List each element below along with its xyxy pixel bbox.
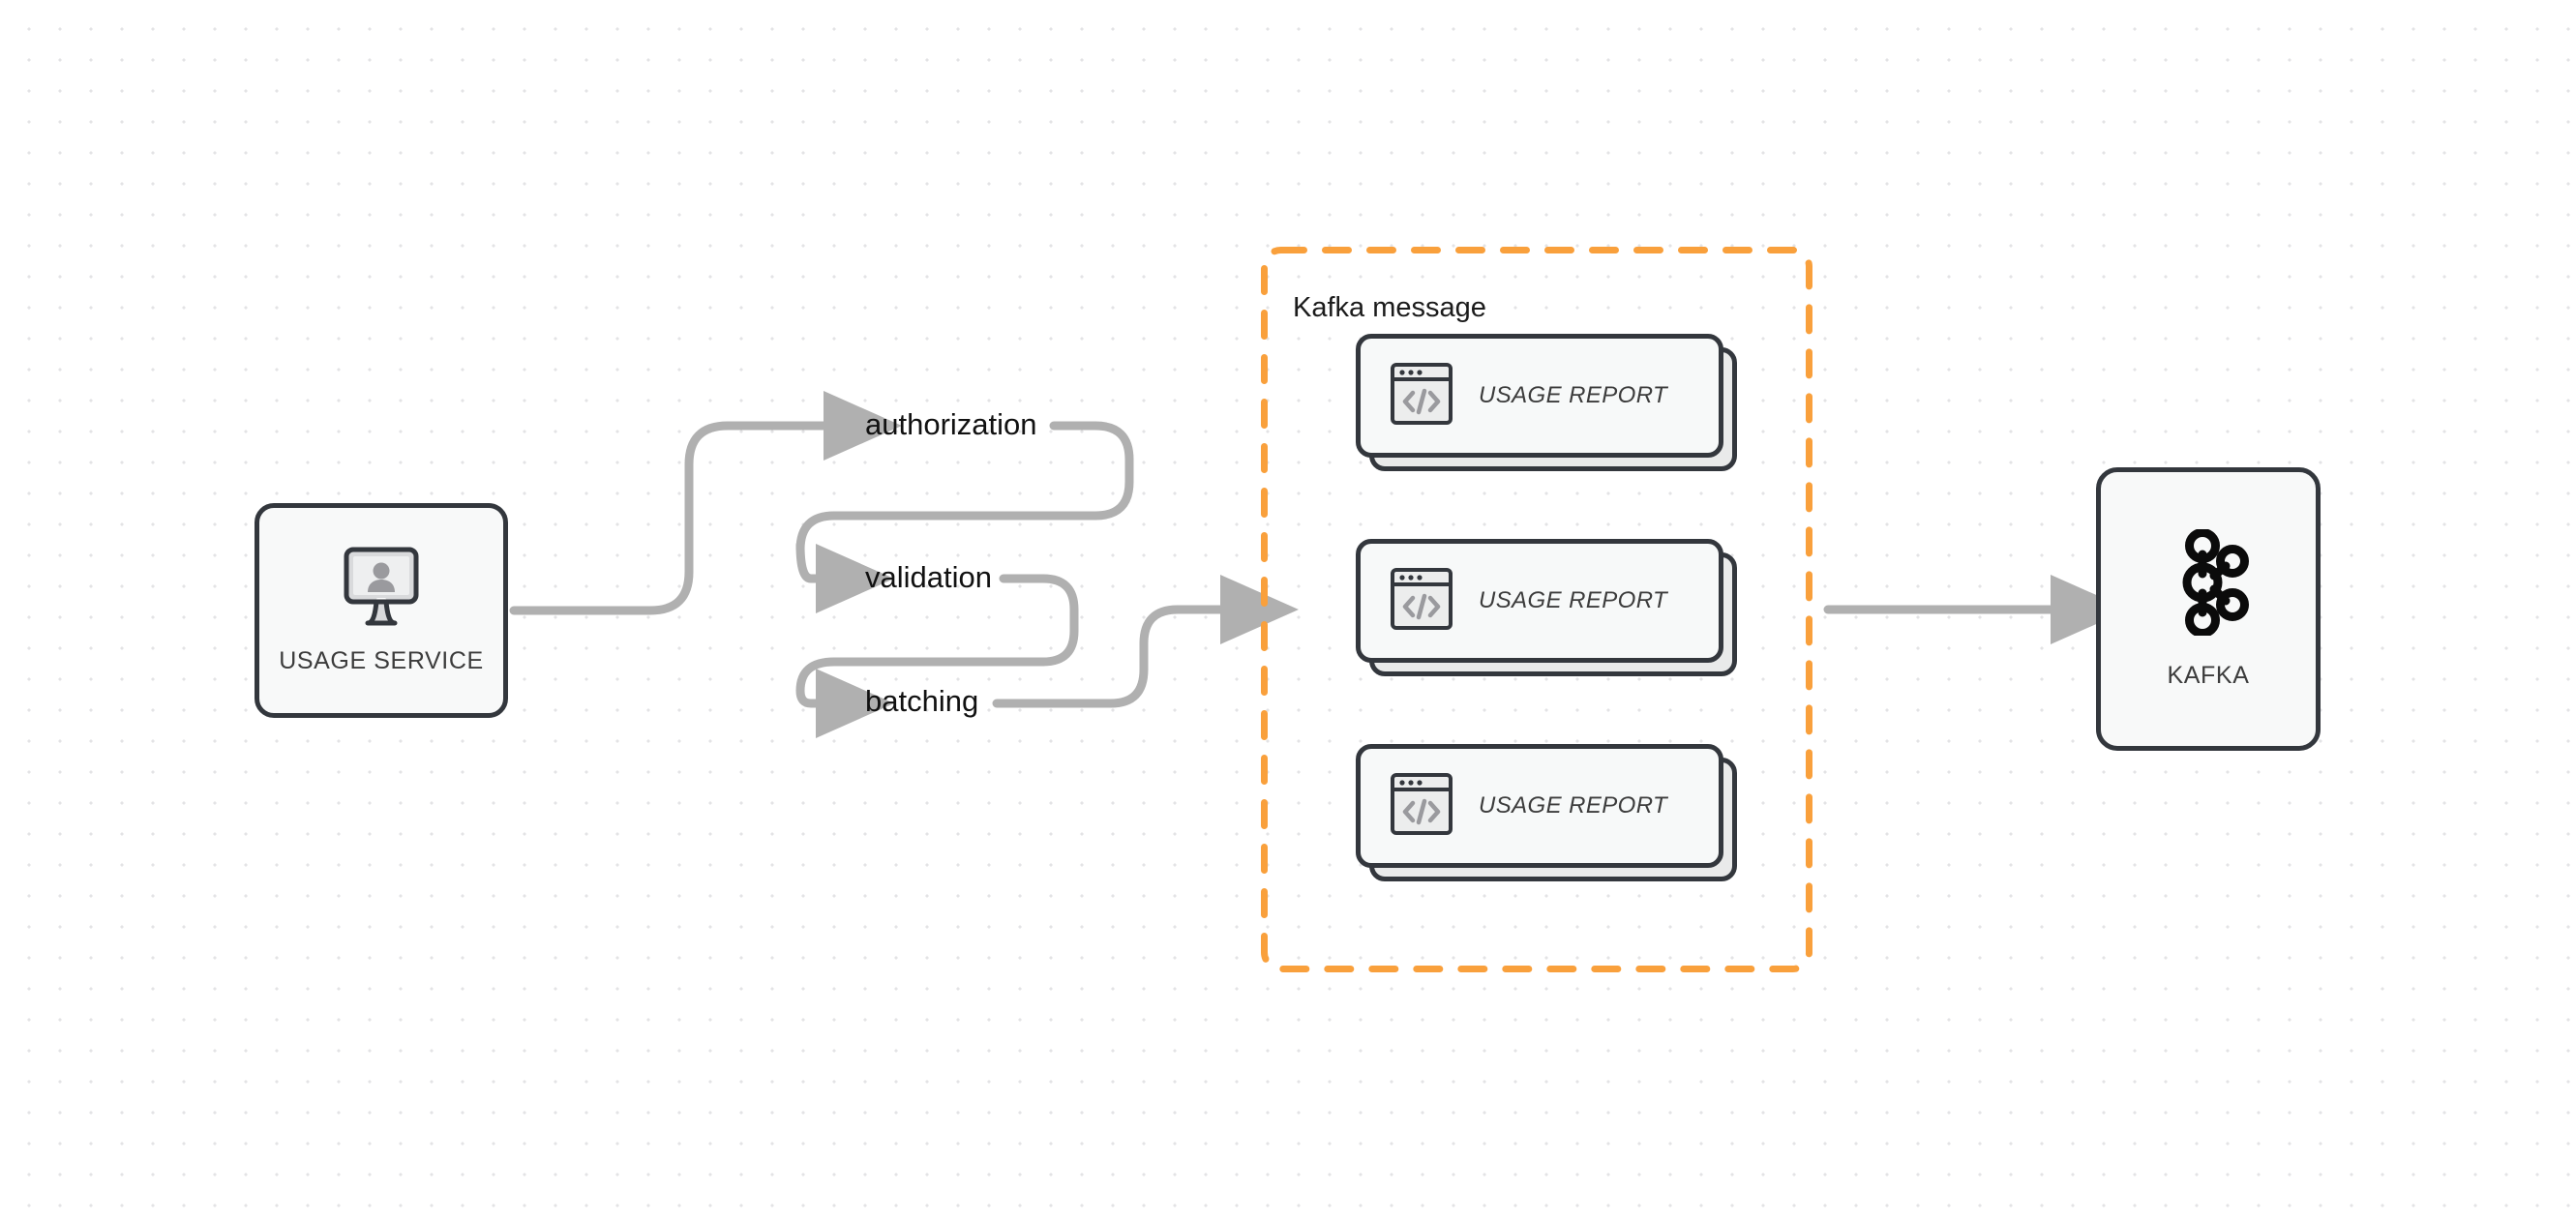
code-window-icon [1390, 772, 1453, 841]
code-window-icon [1390, 362, 1453, 431]
node-kafka-label: KAFKA [2167, 661, 2250, 689]
usage-report-card[interactable]: USAGE REPORT [1356, 744, 1737, 881]
card-front-layer: USAGE REPORT [1356, 539, 1723, 663]
usage-report-card[interactable]: USAGE REPORT [1356, 539, 1737, 676]
step-label-authorization: authorization [865, 407, 1037, 441]
node-kafka[interactable]: KAFKA [2096, 467, 2321, 751]
kafka-logo-icon [2168, 527, 2249, 640]
step-label-validation: validation [865, 560, 992, 594]
group-kafka-message-title: Kafka message [1293, 292, 1486, 323]
card-front-layer: USAGE REPORT [1356, 744, 1723, 868]
edge-batching-to-kafka-message [992, 575, 1299, 708]
edge-usage-service-to-authorization [509, 391, 902, 615]
card-front-layer: USAGE REPORT [1356, 334, 1723, 458]
usage-report-card-label: USAGE REPORT [1479, 587, 1668, 613]
edge-authorization-to-validation [795, 421, 1134, 613]
desktop-user-monitor-icon [337, 546, 426, 632]
code-window-icon [1390, 567, 1453, 636]
usage-report-card-label: USAGE REPORT [1479, 382, 1668, 408]
node-usage-service[interactable]: USAGE SERVICE [255, 503, 508, 718]
node-usage-service-label: USAGE SERVICE [279, 647, 484, 674]
usage-report-card-label: USAGE REPORT [1479, 792, 1668, 819]
usage-report-card[interactable]: USAGE REPORT [1356, 334, 1737, 471]
step-label-batching: batching [865, 684, 979, 718]
group-kafka-message[interactable]: Kafka message USAGE REP [1261, 247, 1812, 972]
